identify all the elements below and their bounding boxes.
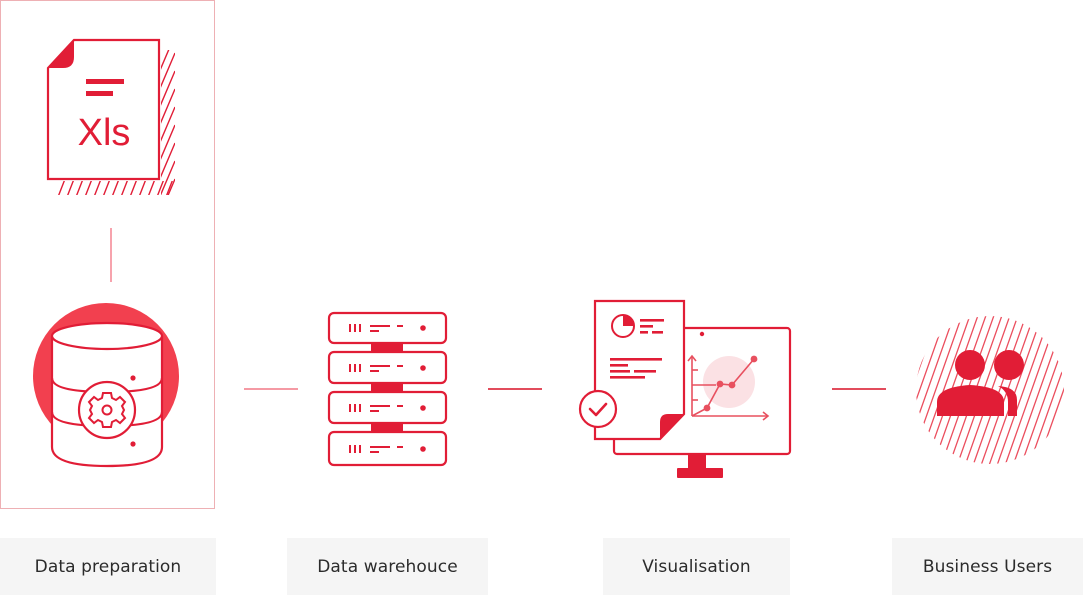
connector-vertical bbox=[110, 228, 112, 282]
stage-label-text: Business Users bbox=[922, 556, 1053, 577]
svg-text:Xls: Xls bbox=[78, 112, 131, 154]
stage-label-data-preparation: Data preparation bbox=[0, 538, 216, 595]
stage-label-text: Data warehouce bbox=[317, 556, 458, 577]
connector-warehouse-to-visualisation bbox=[488, 388, 542, 390]
stage-label-text: Visualisation bbox=[642, 556, 751, 577]
stage-label-data-warehouse: Data warehouce bbox=[287, 538, 488, 595]
connector-prep-to-warehouse bbox=[244, 388, 298, 390]
report-monitor-chart-icon bbox=[578, 299, 792, 478]
data-preparation-panel bbox=[0, 0, 215, 509]
xls-file-icon: Xls bbox=[46, 38, 175, 195]
users-icon bbox=[916, 316, 1064, 464]
stage-label-business-users: Business Users bbox=[892, 538, 1083, 595]
stage-label-visualisation: Visualisation bbox=[603, 538, 790, 595]
connector-visualisation-to-users bbox=[832, 388, 886, 390]
stage-label-text: Data preparation bbox=[34, 556, 182, 577]
server-rack-icon bbox=[327, 311, 448, 467]
database-gear-icon bbox=[33, 303, 179, 468]
